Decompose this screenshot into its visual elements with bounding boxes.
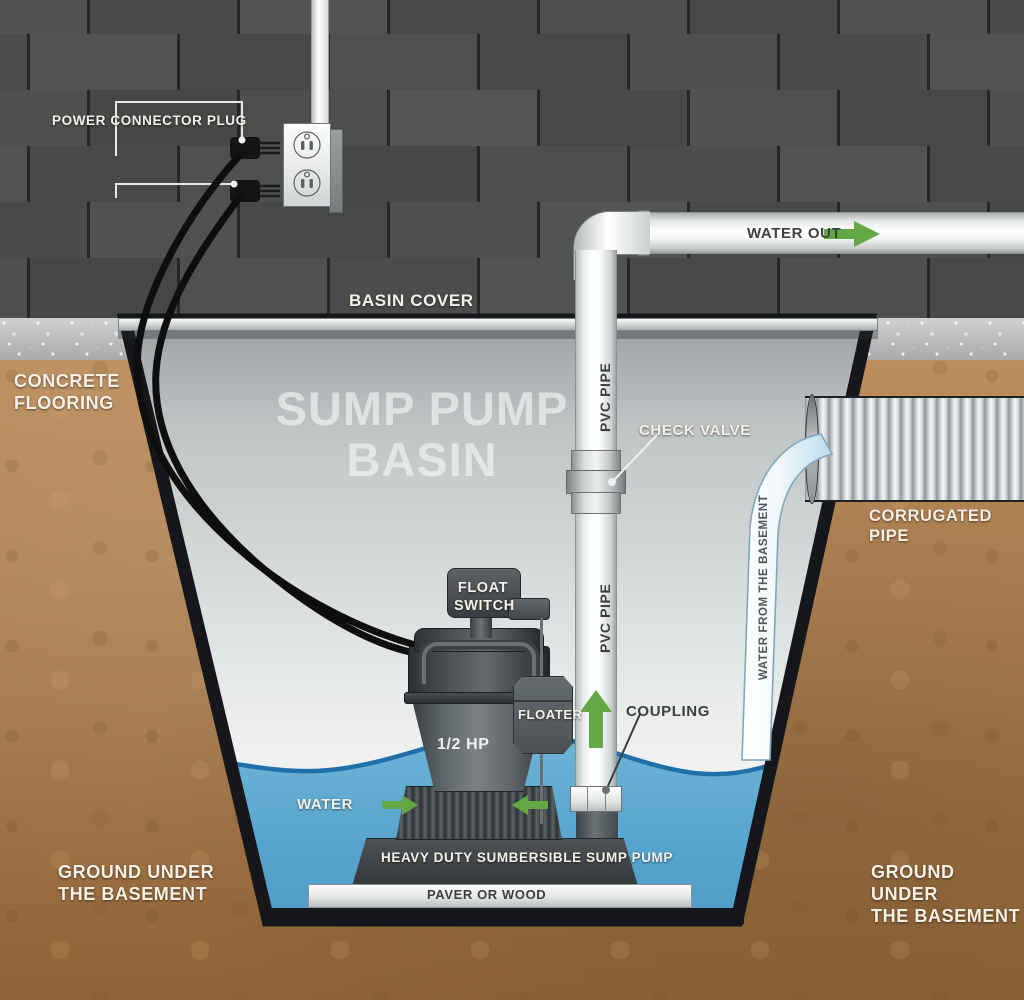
- label-paver-or-wood: PAVER OR WOOD: [427, 887, 547, 902]
- power-cords: [133, 152, 449, 656]
- basin-cover-shadow: [118, 331, 878, 339]
- check-valve-leader: [608, 433, 659, 486]
- coupling-leader: [602, 713, 641, 794]
- label-pvc-pipe-lower: PVC PIPE: [597, 583, 613, 653]
- label-ground-under-basement-right: GROUND UNDER THE BASEMENT: [871, 862, 1021, 926]
- label-check-valve: CHECK VALVE: [639, 422, 751, 439]
- float-switch-arm: [508, 598, 550, 620]
- label-coupling: COUPLING: [626, 703, 710, 720]
- label-concrete-flooring: CONCRETE FLOORING: [14, 371, 120, 413]
- water-flow-arrow-left-icon: [382, 795, 418, 815]
- label-basin-cover: BASIN COVER: [349, 291, 474, 310]
- float-switch-stem: [470, 612, 492, 638]
- pump-carry-handle: [418, 640, 540, 684]
- power-connector-leader: [115, 101, 246, 198]
- label-pvc-pipe-upper: PVC PIPE: [597, 362, 613, 432]
- floater-seam: [513, 700, 573, 702]
- pipe-flow-arrow-icon: [580, 690, 612, 748]
- label-water-out: WATER OUT: [747, 225, 842, 242]
- basin-title: SUMP PUMP BASIN: [275, 382, 569, 486]
- label-power-connector-plug: POWER CONNECTOR PLUG: [52, 113, 247, 128]
- label-horsepower: 1/2 HP: [437, 736, 490, 753]
- label-float-switch: FLOAT SWITCH: [454, 580, 515, 614]
- electrical-conduit: [311, 0, 329, 130]
- pvc-pipe-vertical-upper: [575, 250, 617, 450]
- pvc-collar-lower: [571, 492, 621, 514]
- label-corrugated-pipe: CORRUGATED PIPE: [869, 507, 993, 546]
- coupling-seam-2: [605, 786, 606, 812]
- water-flow-arrow-right-icon: [512, 795, 548, 815]
- electrical-outlet-box: [283, 123, 331, 207]
- coupling-seam-1: [587, 786, 588, 812]
- basin-cover: [118, 318, 878, 331]
- label-pump-name: HEAVY DUTY SUMBERSIBLE SUMP PUMP: [381, 850, 673, 865]
- water-from-basement-stream: [741, 433, 834, 761]
- water-out-arrow-icon: [824, 221, 880, 247]
- label-floater: FLOATER: [518, 707, 583, 722]
- paver-or-wood: [308, 884, 692, 908]
- floater: [513, 676, 573, 754]
- electrical-outlet-icon: [293, 131, 321, 197]
- label-water-from-the-basement: WATER FROM THE BASEMENT: [758, 494, 770, 680]
- coupling: [570, 786, 622, 812]
- label-ground-under-basement-left: GROUND UNDER THE BASEMENT: [58, 862, 215, 904]
- label-water: WATER: [297, 796, 354, 813]
- pump-intake-screen: [396, 786, 562, 840]
- corrugated-pipe: [805, 396, 1024, 502]
